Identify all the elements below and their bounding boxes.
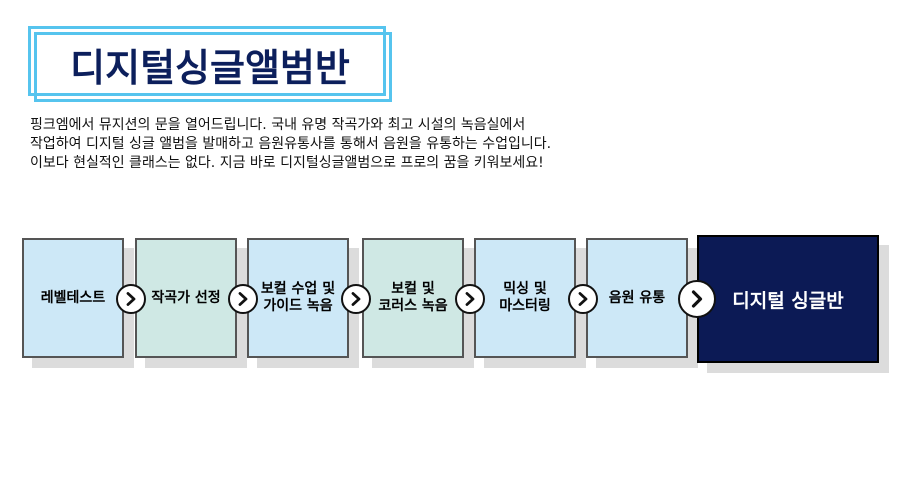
chevron-right-icon bbox=[678, 280, 716, 318]
process-step-box: 음원 유통 bbox=[586, 238, 688, 358]
process-step-label: 작곡가 선정 bbox=[151, 289, 221, 306]
process-final-step: 디지털 싱글반 bbox=[697, 235, 889, 373]
description-line: 작업하여 디지털 싱글 앨범을 발매하고 음원유통사를 통해서 음원을 유통하는… bbox=[30, 136, 552, 152]
process-step-label: 음원 유통 bbox=[608, 289, 666, 306]
description-line: 핑크엠에서 뮤지션의 문을 열어드립니다. 국내 유명 작곡가와 최고 시설의 … bbox=[30, 117, 526, 133]
process-step-level-test: 레벨테스트 bbox=[22, 238, 134, 368]
process-step-distribution: 음원 유통 bbox=[586, 238, 698, 368]
title-frame bbox=[28, 26, 386, 96]
chevron-right-icon bbox=[116, 284, 146, 314]
process-step-vocal-guide: 보컬 수업 및 가이드 녹음 bbox=[247, 238, 359, 368]
process-final-box: 디지털 싱글반 bbox=[697, 235, 879, 363]
process-step-box: 작곡가 선정 bbox=[135, 238, 237, 358]
process-step-box: 믹싱 및 마스터링 bbox=[474, 238, 576, 358]
chevron-right-icon bbox=[568, 284, 598, 314]
title-frame-offset bbox=[34, 32, 392, 102]
process-step-label: 보컬 수업 및 가이드 녹음 bbox=[260, 281, 336, 314]
description: 핑크엠에서 뮤지션의 문을 열어드립니다. 국내 유명 작곡가와 최고 시설의 … bbox=[30, 116, 650, 173]
process-step-label: 믹싱 및 마스터링 bbox=[499, 281, 551, 314]
chevron-right-icon bbox=[341, 284, 371, 314]
process-step-box: 보컬 및 코러스 녹음 bbox=[362, 238, 464, 358]
page-title: 디지털싱글앨범반 bbox=[70, 45, 350, 90]
process-step-box: 레벨테스트 bbox=[22, 238, 124, 358]
process-step-mixing: 믹싱 및 마스터링 bbox=[474, 238, 586, 368]
process-step-label: 보컬 및 코러스 녹음 bbox=[378, 281, 448, 314]
chevron-right-icon bbox=[455, 284, 485, 314]
process-step-composer: 작곡가 선정 bbox=[135, 238, 247, 368]
process-step-box: 보컬 수업 및 가이드 녹음 bbox=[247, 238, 349, 358]
process-step-vocal-chorus: 보컬 및 코러스 녹음 bbox=[362, 238, 474, 368]
chevron-right-icon bbox=[228, 284, 258, 314]
process-step-label: 레벨테스트 bbox=[40, 289, 106, 306]
description-line: 이보다 현실적인 클래스는 없다. 지금 바로 디지털싱글앨범으로 프로의 꿈을… bbox=[30, 155, 544, 171]
title-block: 디지털싱글앨범반 bbox=[28, 26, 394, 102]
process-final-label: 디지털 싱글반 bbox=[732, 289, 844, 312]
